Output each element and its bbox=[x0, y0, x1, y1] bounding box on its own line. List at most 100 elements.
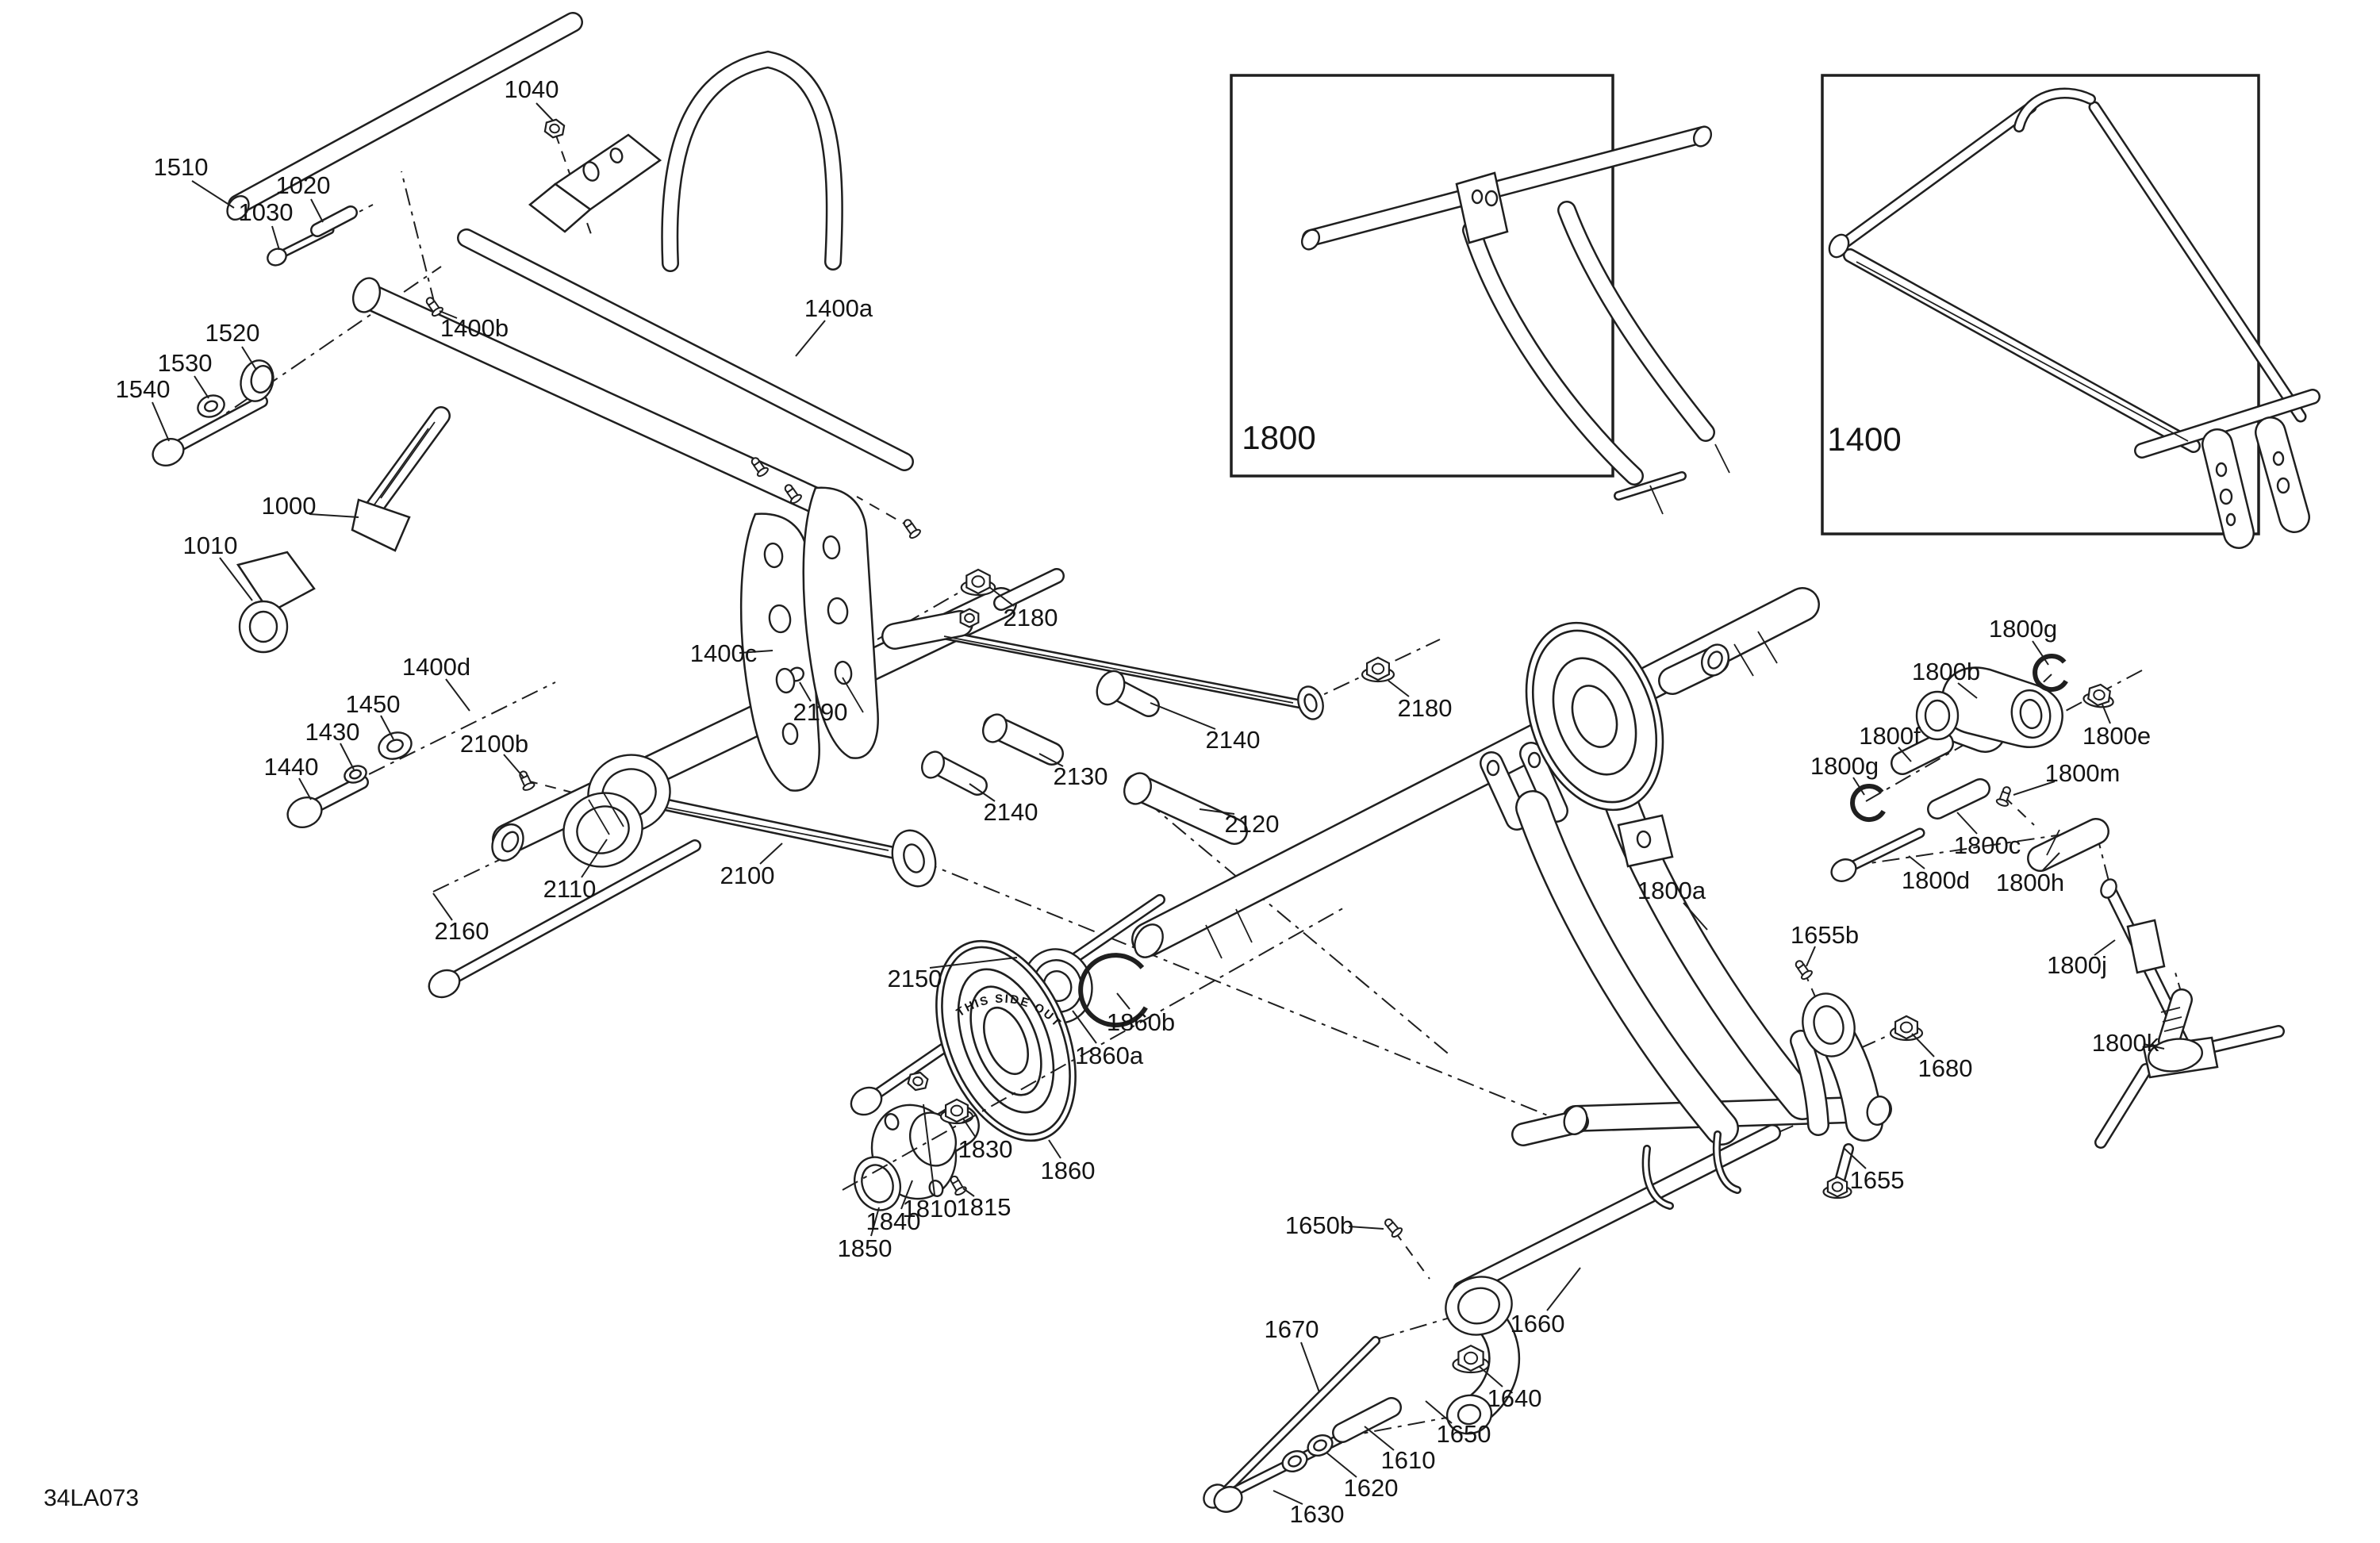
tube-fill bbox=[1559, 202, 1714, 440]
part-ellipse bbox=[349, 769, 362, 780]
inset-box-1400 bbox=[1821, 74, 2260, 535]
part-label-1815: 1815 bbox=[957, 1193, 1012, 1221]
leader-line-1800k bbox=[2143, 1043, 2165, 1050]
leader-line-1800b bbox=[1957, 682, 1978, 699]
part-label-1800m: 1800m bbox=[2045, 759, 2121, 787]
wheel-hub-bore bbox=[983, 1006, 1029, 1076]
rod-fill bbox=[2159, 990, 2191, 1050]
leader-line-1800c bbox=[1956, 812, 1978, 835]
rod-fill bbox=[1929, 780, 1989, 818]
leader-line-1400c bbox=[739, 650, 774, 654]
part-ellipse bbox=[2219, 488, 2233, 505]
leader-line-1800a bbox=[1683, 902, 1708, 931]
part-ellipse bbox=[152, 438, 185, 466]
rod-fill bbox=[1219, 1338, 1379, 1498]
leader-line-1010 bbox=[219, 557, 253, 601]
part-ellipse bbox=[286, 796, 323, 828]
wheel-hub-bore bbox=[1571, 685, 1618, 748]
leader-line-2100 bbox=[759, 843, 783, 865]
leader-line-1400b bbox=[439, 310, 458, 319]
part-label-1630: 1630 bbox=[1290, 1500, 1345, 1528]
leader-line-2140 bbox=[1150, 702, 1216, 730]
leader-line-1630 bbox=[1273, 1490, 1303, 1505]
grease-fitting bbox=[1384, 1218, 1403, 1238]
part-label-1800j: 1800j bbox=[2047, 951, 2107, 979]
part-ellipse bbox=[1313, 1439, 1327, 1452]
leader-line-1860b bbox=[1116, 992, 1130, 1010]
part-plate bbox=[1455, 171, 1509, 244]
axis-lines-foreground bbox=[842, 905, 1348, 1191]
part-label-1400d: 1400d bbox=[402, 653, 470, 681]
leader-line-1800f bbox=[1898, 747, 1912, 762]
leader-line-1670 bbox=[1300, 1341, 1320, 1393]
snap-ring bbox=[1078, 953, 1148, 1027]
inset-box-1800 bbox=[1230, 74, 1614, 478]
leader-line-2130 bbox=[1038, 753, 1064, 767]
detail-line bbox=[374, 428, 429, 505]
part-label-1510: 1510 bbox=[154, 153, 209, 181]
rod-fill bbox=[312, 207, 356, 236]
hex-nuts bbox=[543, 118, 2114, 1374]
part-label-1000: 1000 bbox=[262, 492, 317, 520]
assembly-axis-line bbox=[1848, 829, 2095, 867]
part-label-1810: 1810 bbox=[903, 1195, 958, 1223]
part-number-labels: 1510104010201030152015301540100010101400… bbox=[116, 75, 2159, 1528]
part-label-1400b: 1400b bbox=[440, 314, 509, 342]
part-ellipse bbox=[781, 722, 799, 746]
detail-line bbox=[1733, 643, 1754, 677]
detail-line bbox=[2162, 1016, 2182, 1023]
part-label-1800f: 1800f bbox=[1859, 722, 1921, 750]
hex-nut bbox=[1889, 1015, 1924, 1042]
snap-rings bbox=[1078, 654, 2068, 1027]
rod-fill bbox=[459, 230, 912, 470]
detail-lines bbox=[374, 261, 2189, 1032]
part-label-1620: 1620 bbox=[1344, 1474, 1399, 1502]
detail-line bbox=[1757, 631, 1778, 664]
part-label-1800c: 1800c bbox=[1954, 831, 2021, 859]
detail-line bbox=[666, 807, 889, 851]
part-ellipse bbox=[763, 542, 784, 569]
part-label-1660: 1660 bbox=[1511, 1310, 1565, 1338]
part-ellipse bbox=[982, 713, 1008, 743]
washers-bushings-ends bbox=[152, 125, 2290, 1513]
assembly-axis-line bbox=[1776, 1107, 1837, 1134]
leader-line-1830 bbox=[962, 1118, 977, 1138]
part-ellipse bbox=[861, 1164, 894, 1203]
grease-fitting bbox=[784, 484, 802, 505]
part-ellipse bbox=[921, 750, 945, 779]
part-ellipse bbox=[1486, 759, 1500, 777]
assembly-axis-line bbox=[856, 496, 913, 529]
leader-line-1620 bbox=[1326, 1452, 1357, 1478]
detail-line bbox=[1235, 908, 1253, 943]
rod-fill bbox=[2096, 1065, 2151, 1147]
part-label-1430: 1430 bbox=[305, 718, 360, 746]
leader-line-1020 bbox=[310, 198, 324, 223]
rod-fill bbox=[2029, 819, 2108, 870]
leader-line-2150 bbox=[929, 957, 1018, 969]
part-ellipse bbox=[1636, 830, 1652, 849]
part-label-2140: 2140 bbox=[1206, 726, 1261, 754]
part-ellipse bbox=[2100, 878, 2117, 899]
detail-line bbox=[380, 421, 436, 499]
tube-fill bbox=[1644, 1146, 1672, 1208]
part-ellipse bbox=[1563, 1105, 1588, 1135]
leader-line-1650b bbox=[1348, 1226, 1384, 1230]
part-ellipse bbox=[1924, 699, 1951, 732]
tubes-and-rods bbox=[167, 12, 2320, 1500]
leader-line-1800h bbox=[2041, 852, 2060, 872]
part-ellipse bbox=[1303, 693, 1318, 712]
leader-line-2110 bbox=[581, 839, 608, 878]
leader-line-1640 bbox=[1478, 1365, 1503, 1388]
part-label-1850: 1850 bbox=[838, 1234, 892, 1262]
part-ellipse bbox=[2215, 462, 2228, 478]
leader-line-2160 bbox=[432, 892, 453, 921]
rod-fill bbox=[1845, 830, 1923, 871]
rod-fill bbox=[168, 397, 267, 454]
tube-fill bbox=[1714, 1132, 1740, 1192]
rod-fill bbox=[1454, 1126, 1779, 1297]
rod-fill bbox=[2256, 418, 2309, 532]
part-plate bbox=[351, 498, 411, 552]
part-label-1860a: 1860a bbox=[1075, 1042, 1144, 1069]
